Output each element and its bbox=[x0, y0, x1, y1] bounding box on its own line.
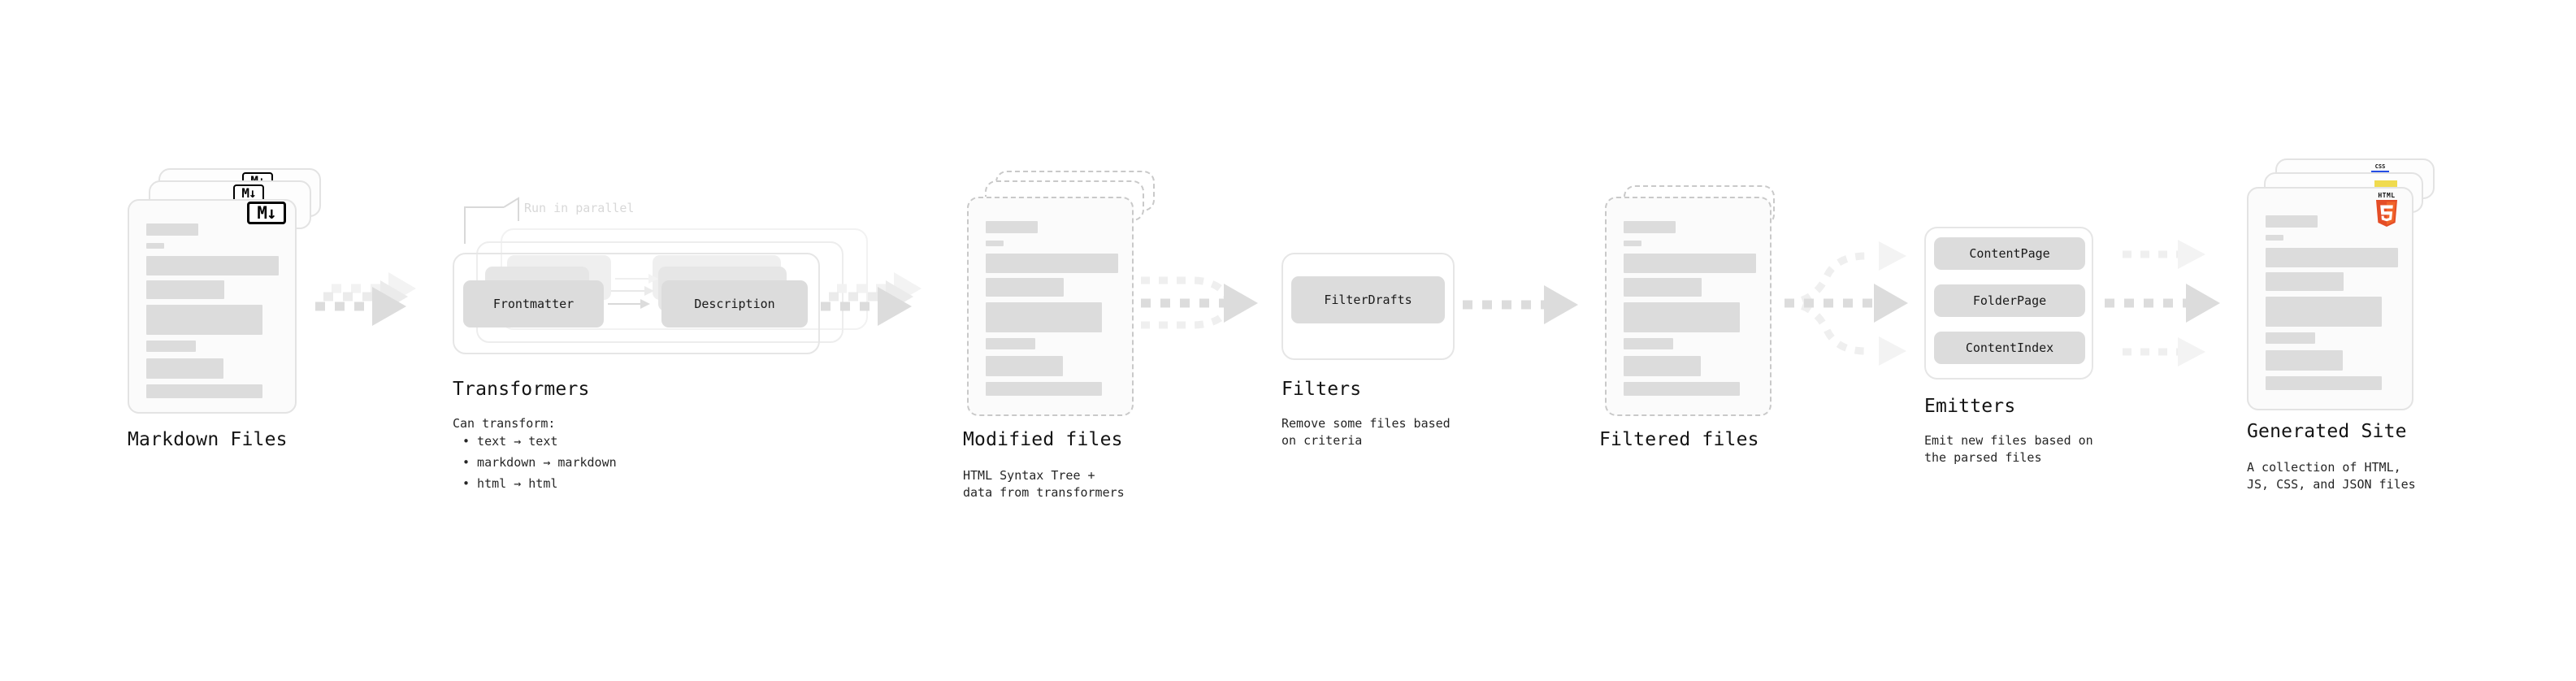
doc-bar bbox=[2266, 235, 2283, 241]
modified-page-front bbox=[967, 197, 1134, 416]
doc-bar bbox=[146, 256, 279, 275]
transformer-chip-description[interactable]: Description bbox=[661, 280, 808, 327]
doc-bar bbox=[986, 338, 1035, 349]
emitters-title: Emitters bbox=[1924, 396, 2016, 417]
doc-bar bbox=[146, 223, 198, 236]
doc-bar bbox=[146, 243, 164, 249]
transformers-title: Transformers bbox=[453, 379, 590, 400]
css-badge: CSS bbox=[2371, 164, 2389, 173]
emitter-chip-contentindex[interactable]: ContentIndex bbox=[1934, 332, 2085, 364]
html5-badge: HTML bbox=[2373, 193, 2400, 228]
doc-bar bbox=[2266, 215, 2318, 228]
emitter-chip-folderpage[interactable]: FolderPage bbox=[1934, 284, 2085, 317]
markdown-badge-text: M↓ bbox=[257, 202, 276, 223]
doc-bar bbox=[2266, 248, 2398, 267]
transformer-chip-frontmatter[interactable]: Frontmatter bbox=[463, 280, 604, 327]
generated-site-subtitle: A collection of HTML, JS, CSS, and JSON … bbox=[2247, 460, 2416, 492]
filters-title: Filters bbox=[1281, 379, 1362, 400]
doc-bar bbox=[1624, 221, 1676, 233]
chip-label: FilterDrafts bbox=[1324, 293, 1412, 307]
doc-bar bbox=[146, 280, 224, 299]
run-in-parallel-label: Run in parallel bbox=[524, 201, 635, 215]
doc-bar bbox=[2266, 350, 2343, 371]
chip-label: Description bbox=[694, 297, 775, 311]
doc-bar bbox=[1624, 254, 1756, 273]
conn-filtered-to-emitters bbox=[1784, 241, 1908, 366]
filtered-files-title: Filtered files bbox=[1599, 429, 1759, 450]
doc-bar bbox=[986, 241, 1004, 246]
markdown-badge-front: M↓ bbox=[247, 202, 286, 224]
chip-label: ContentIndex bbox=[1965, 340, 2054, 355]
doc-bar bbox=[986, 221, 1038, 233]
emitter-chip-contentpage[interactable]: ContentPage bbox=[1934, 237, 2085, 270]
doc-bar bbox=[2266, 272, 2344, 291]
doc-bar bbox=[2266, 332, 2315, 344]
markdown-files-title: Markdown Files bbox=[128, 429, 288, 450]
doc-bar bbox=[2266, 297, 2382, 327]
doc-bar bbox=[986, 356, 1063, 376]
doc-bar bbox=[1624, 338, 1673, 349]
conn-modified-to-filters bbox=[1141, 276, 1258, 329]
transformers-box-front bbox=[453, 253, 820, 354]
chip-label: Frontmatter bbox=[492, 297, 575, 311]
doc-bar bbox=[146, 305, 262, 335]
filtered-page-front bbox=[1605, 197, 1772, 416]
conn-emitters-to-site bbox=[2105, 240, 2220, 367]
doc-bar bbox=[986, 278, 1064, 297]
transformers-subtitle: Can transform: bbox=[453, 416, 556, 431]
site-page-front bbox=[2247, 187, 2413, 410]
transformers-bullet-2: • markdown → markdown bbox=[462, 455, 617, 470]
emitters-box bbox=[1924, 227, 2093, 380]
doc-bar bbox=[1624, 382, 1740, 396]
filters-box bbox=[1281, 253, 1455, 360]
doc-bar bbox=[1624, 241, 1641, 246]
transformers-bullet-3: • html → html bbox=[462, 476, 558, 491]
doc-bar bbox=[986, 254, 1118, 273]
modified-files-subtitle: HTML Syntax Tree + data from transformer… bbox=[963, 468, 1125, 500]
conn-filters-to-filtered bbox=[1463, 285, 1578, 324]
doc-bar bbox=[1624, 278, 1702, 297]
chip-label: FolderPage bbox=[1972, 293, 2047, 308]
doc-bar bbox=[146, 358, 223, 379]
doc-bar bbox=[1624, 302, 1740, 332]
doc-bar bbox=[986, 382, 1102, 396]
conn-md-to-transformers bbox=[315, 272, 416, 326]
markdown-badge-back-1: M↓ bbox=[233, 184, 264, 202]
emitters-subtitle: Emit new files based on the parsed files bbox=[1924, 433, 2093, 465]
chip-label: ContentPage bbox=[1969, 246, 2050, 261]
css-badge-text: CSS bbox=[2374, 163, 2386, 170]
css-badge-bar bbox=[2371, 171, 2389, 173]
html5-badge-text: HTML bbox=[2378, 192, 2396, 199]
doc-bar bbox=[2266, 376, 2382, 390]
transformers-bullet-1: • text → text bbox=[462, 434, 558, 449]
filter-chip-filterdrafts[interactable]: FilterDrafts bbox=[1291, 276, 1445, 323]
html5-shield-icon bbox=[2376, 200, 2397, 227]
doc-bar bbox=[146, 384, 262, 398]
doc-bar bbox=[146, 340, 196, 352]
doc-bar bbox=[986, 302, 1102, 332]
generated-site-title: Generated Site bbox=[2247, 421, 2407, 442]
markdown-page-front bbox=[128, 199, 297, 414]
filters-subtitle: Remove some files based on criteria bbox=[1281, 416, 1451, 448]
doc-bar bbox=[1624, 356, 1701, 376]
markdown-badge-text: M↓ bbox=[241, 185, 256, 201]
modified-files-title: Modified files bbox=[963, 429, 1123, 450]
